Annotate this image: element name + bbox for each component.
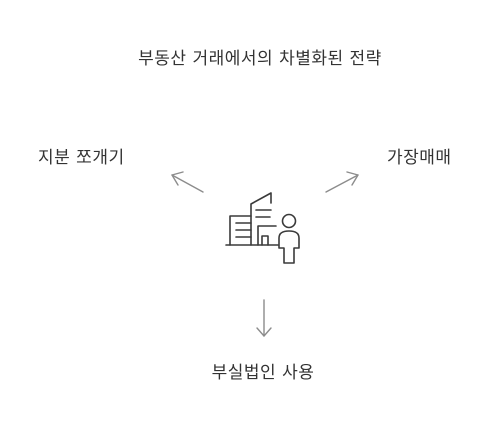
arrow-left (171, 171, 204, 193)
building-icon (225, 192, 279, 246)
diagram-title: 부동산 거래에서의 차별화된 전략 (138, 49, 382, 69)
node-label-bottom: 부실법인 사용 (211, 363, 315, 383)
arrow-down (256, 299, 272, 337)
node-label-left: 지분 쪼개기 (38, 148, 125, 168)
person-icon (278, 213, 300, 264)
arrow-right (325, 171, 359, 193)
node-label-right: 가장매매 (387, 148, 452, 168)
building-person-icon (225, 192, 300, 264)
